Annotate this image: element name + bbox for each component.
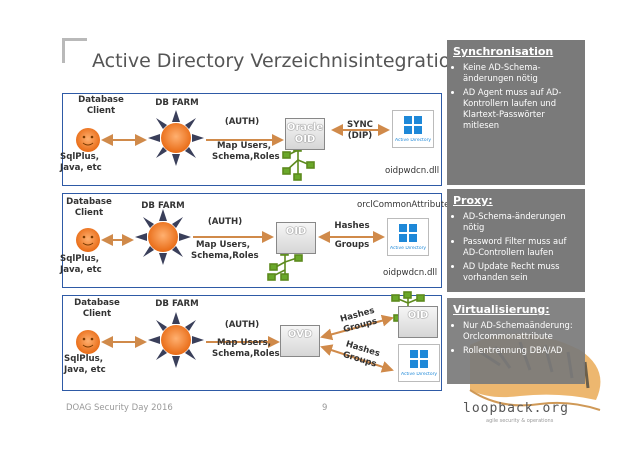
footer-event: DOAG Security Day 2016 xyxy=(66,403,173,413)
row3-db-farm-sun-icon xyxy=(148,312,204,368)
row2-auth-label: (AUTH) xyxy=(207,217,243,227)
row2-active-directory-icon: Active Directory xyxy=(387,218,429,256)
row2-client-face-icon xyxy=(76,228,100,252)
row3-oid-box: OID xyxy=(398,306,438,338)
sidebar-proxy-panel: Proxy: AD-Schema-änderungen nötig Passwo… xyxy=(447,189,585,292)
row1-sync-label: SYNC (DIP) xyxy=(347,120,373,141)
row2-db-farm-sun-icon xyxy=(135,209,191,265)
row2-groups-label: Groups xyxy=(334,240,370,250)
row1-oracle-oid-box: Oracle OID xyxy=(285,118,325,150)
row1-dll-label: oidpwdcn.dll xyxy=(385,166,440,176)
row2-client-sub: SqlPlus, Java, etc xyxy=(60,254,102,275)
row2-map-label: Map Users, Schema,Roles xyxy=(191,240,259,261)
row1-active-directory-icon: Active Directory xyxy=(392,110,434,148)
row1-client-label: Database Client xyxy=(78,95,124,116)
row3-ovd-box: OVD xyxy=(280,325,320,357)
row3-map-label: Map Users, Schema,Roles xyxy=(212,338,280,359)
sidebar-sync-item: Keine AD-Schema-änderungen nötig xyxy=(463,62,579,84)
title-corner-decoration xyxy=(62,38,87,63)
row1-client-sub: SqlPlus, Java, etc xyxy=(60,152,102,173)
sidebar-sync-item: AD Agent muss auf AD-Kontrollern laufen … xyxy=(463,87,579,131)
sidebar-virtual-item: Rollentrennung DBA/AD xyxy=(463,345,579,356)
row3-client-face-icon xyxy=(76,330,100,354)
row1-map-label: Map Users, Schema,Roles xyxy=(212,141,280,162)
row3-ad-arrow xyxy=(320,344,394,373)
row2-hashes-label: Hashes xyxy=(334,221,370,231)
row2-dll-label: oidpwdcn.dll xyxy=(383,268,438,278)
sidebar-sync-panel: Synchronisation Keine AD-Schema-änderung… xyxy=(447,40,585,185)
row2-attribute-label: orclCommonAttribute xyxy=(357,200,450,210)
sidebar-proxy-item: AD-Schema-änderungen nötig xyxy=(463,211,579,233)
sidebar-virtual-heading: Virtualisierung: xyxy=(453,303,550,316)
row3-client-sub: SqlPlus, Java, etc xyxy=(64,354,106,375)
footer-page-number: 9 xyxy=(322,403,328,413)
sidebar-virtual-panel: Virtualisierung: Nur AD-Schemaänderung: … xyxy=(447,298,585,384)
row3-farm-label: DB FARM xyxy=(155,299,199,309)
sidebar-proxy-item: AD Update Recht muss vorhanden sein xyxy=(463,261,579,283)
brand-logo-text: loopback.org xyxy=(463,401,569,416)
row3-active-directory-icon: Active Directory xyxy=(398,344,440,382)
brand-tagline: agile security & operations xyxy=(486,418,554,424)
row3-oid-arrow xyxy=(320,314,394,341)
row1-auth-label: (AUTH) xyxy=(224,117,260,127)
row3-auth-label: (AUTH) xyxy=(224,320,260,330)
page-title: Active Directory Verzeichnisintegration xyxy=(92,50,463,72)
sidebar-proxy-heading: Proxy: xyxy=(453,194,493,207)
row2-farm-label: DB FARM xyxy=(141,201,185,211)
row2-client-label: Database Client xyxy=(66,197,112,218)
row2-oid-box: OID xyxy=(276,222,316,254)
sidebar-proxy-item: Password Filter muss auf AD-Controllern … xyxy=(463,236,579,258)
row1-client-face-icon xyxy=(76,128,100,152)
sidebar-virtual-item: Nur AD-Schemaänderung: Orclcommonattribu… xyxy=(463,320,579,342)
sidebar-sync-heading: Synchronisation xyxy=(453,45,554,58)
row1-db-farm-sun-icon xyxy=(148,110,204,166)
row3-client-label: Database Client xyxy=(74,298,120,319)
row1-farm-label: DB FARM xyxy=(155,98,199,108)
row1-tree-icon xyxy=(282,144,315,181)
